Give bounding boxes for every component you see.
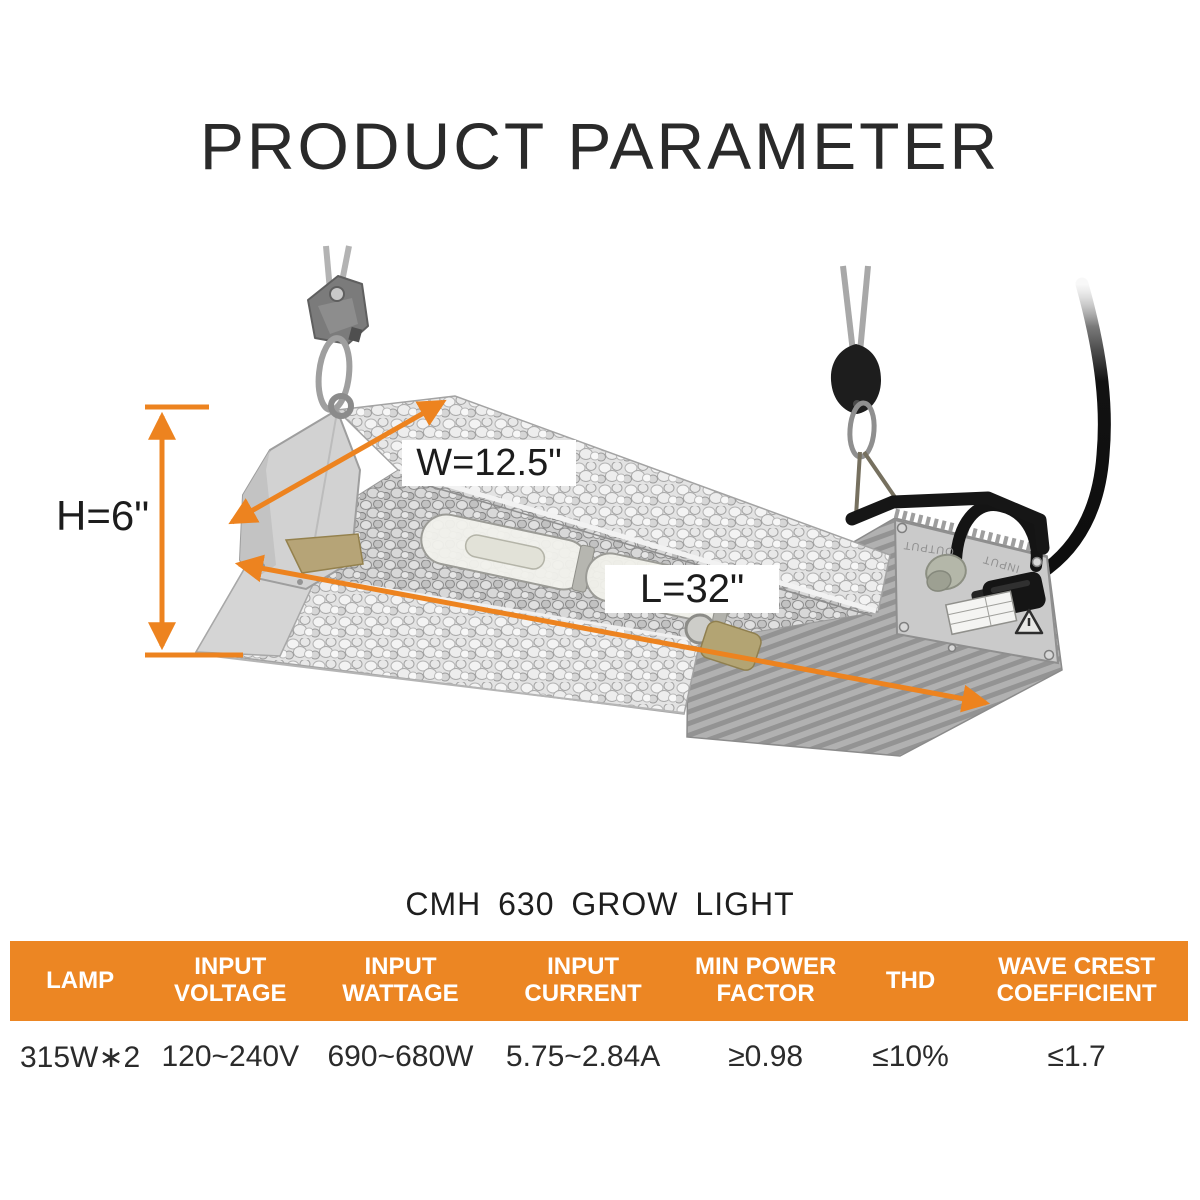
spec-column-header-powerfactor: MIN POWER FACTOR [694,953,837,1007]
length-dimension-label: L=32" [606,566,778,612]
spec-table-values: 315W∗2 120~240V 690~680W 5.75~2.84A ≥0.9… [10,1034,1188,1080]
width-dimension-arrow [228,399,447,525]
spec-value-thd: ≤10% [872,1040,949,1073]
spec-table-header: LAMP INPUT VOLTAGE INPUT WATTAGE INPUT C… [10,941,1188,1021]
spec-value-current: 5.75~2.84A [505,1040,661,1073]
height-dimension-label: H=6" [56,492,150,539]
spec-column-header-wavecrest: WAVE CREST COEFFICIENT [996,953,1157,1007]
ballast-mounting-bracket [845,491,1050,555]
fin-teeth [893,508,1049,556]
left-ratchet-hanger [307,275,369,419]
spec-value-voltage: 120~240V [161,1040,300,1073]
spec-column-header-thd: THD [885,966,936,994]
spec-column-header-lamp: LAMP [46,966,115,994]
spec-value-wattage: 690~680W [327,1040,474,1073]
product-caption: CMH 630 GROW LIGHT [405,886,795,922]
spec-column-header-wattage: INPUT WATTAGE [342,953,459,1007]
dimension-arrows [145,399,991,713]
warning-triangle-icon [1014,608,1044,635]
height-dimension-arrow [145,404,243,658]
spec-column-header-current: INPUT CURRENT [524,953,642,1007]
spec-value-lamp: 315W∗2 [19,1040,141,1074]
spec-value-wavecrest: ≤1.7 [1047,1040,1106,1073]
length-dimension-arrow [234,554,991,713]
spec-value-powerfactor: ≥0.98 [728,1040,804,1073]
spec-column-header-voltage: INPUT VOLTAGE [174,953,287,1007]
hanging-ropes [323,245,871,353]
width-dimension-label: W=12.5" [403,441,575,485]
page-title: PRODUCT PARAMETER [199,109,1001,183]
right-ratchet-hanger [830,344,903,517]
